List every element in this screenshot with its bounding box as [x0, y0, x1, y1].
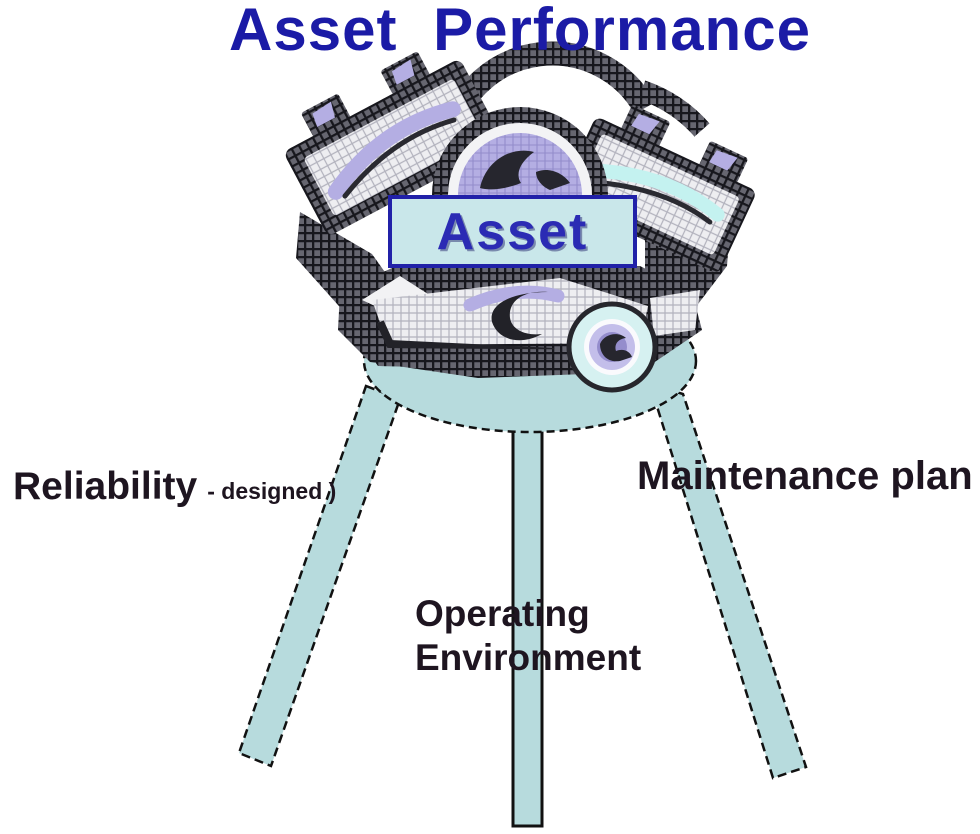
operating-environment-line2: Environment	[415, 637, 642, 678]
leg-label-maintenance-plan: Maintenance plan	[637, 454, 973, 498]
asset-label: Asset	[436, 202, 589, 261]
engine-pulley	[566, 301, 658, 393]
stool-legs	[237, 382, 808, 828]
engine-left-cylinder	[285, 52, 502, 234]
operating-environment-line1: Operating	[415, 593, 590, 634]
reliability-label: Reliability	[13, 465, 198, 508]
page-title: Asset Performance	[229, 0, 811, 63]
stool-leg-middle	[511, 398, 544, 828]
engine-right-cylinder	[559, 105, 755, 272]
leg-label-operating-environment: Operating Environment	[415, 592, 641, 680]
stool-leg-left	[237, 384, 402, 768]
stool-leg-right	[648, 382, 808, 780]
engine-top-arc-right	[638, 80, 710, 137]
asset-label-box: Asset	[388, 195, 637, 268]
reliability-annotation: - designed )	[207, 478, 337, 504]
leg-label-reliability: Reliability - designed )	[13, 467, 336, 506]
engine-clipart-icon	[285, 41, 755, 393]
